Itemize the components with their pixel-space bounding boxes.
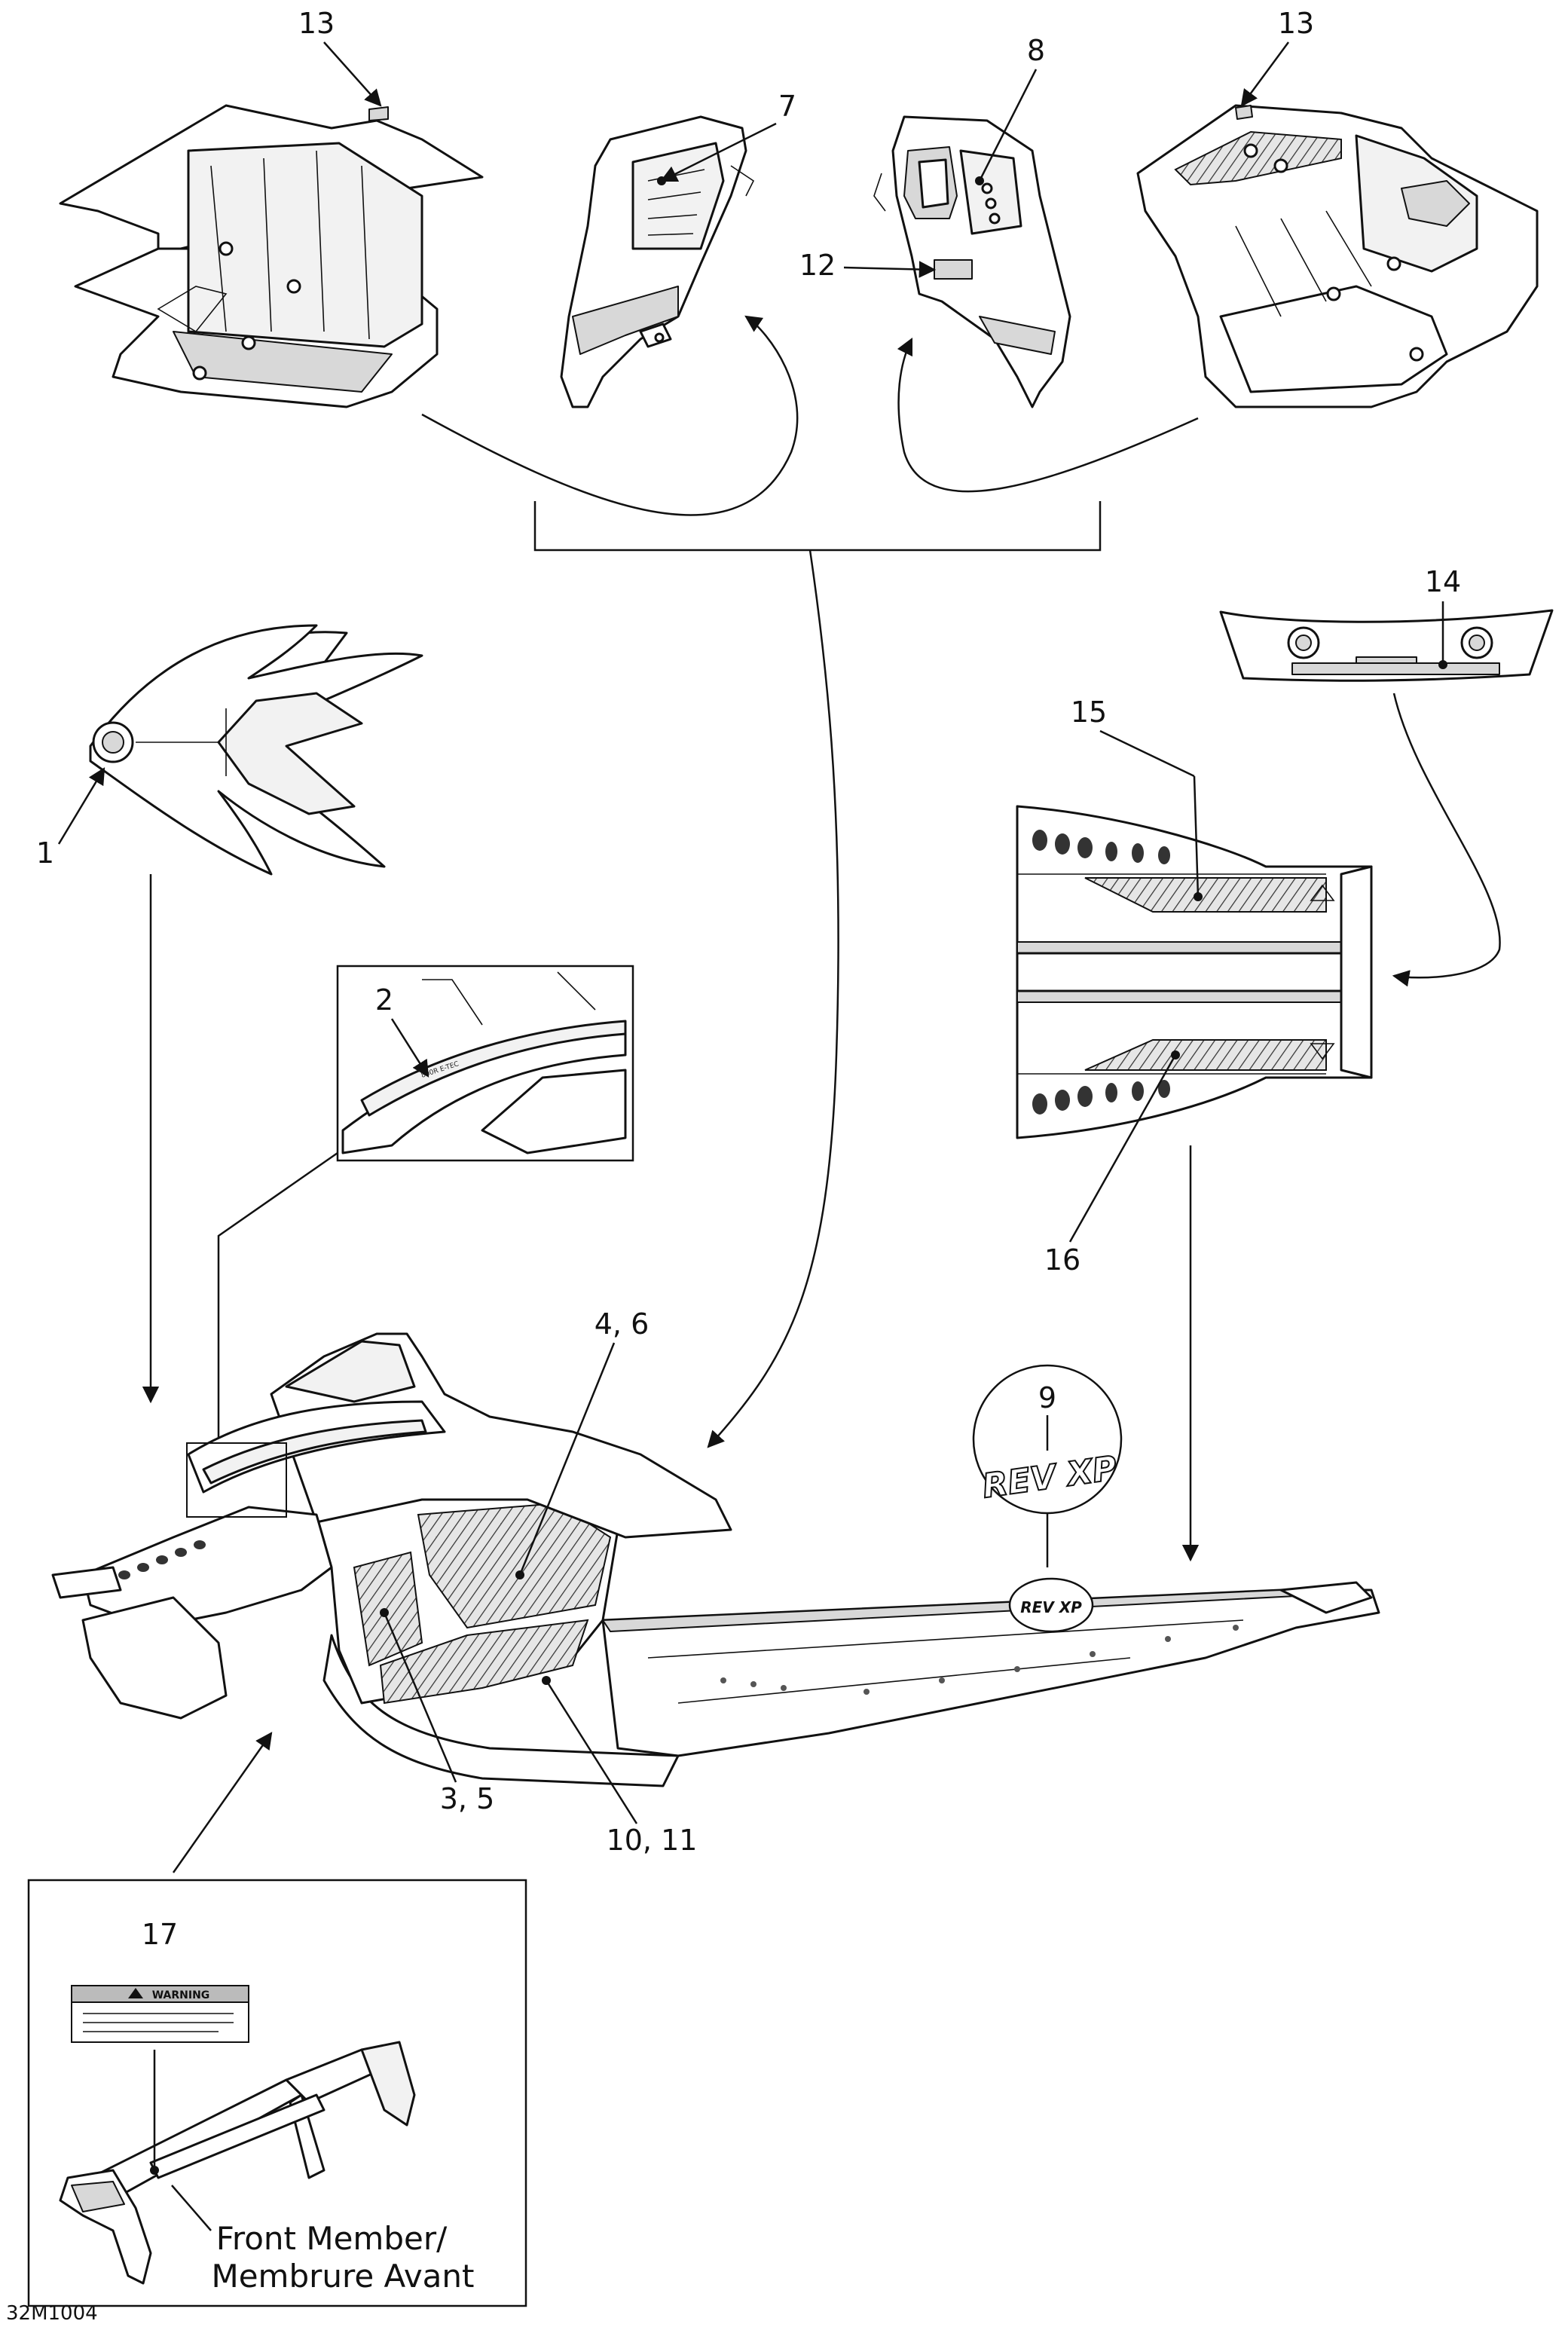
- warning-label: WARNING: [71, 1985, 249, 2043]
- front-member-caption-line1: Front Member/: [216, 2220, 448, 2257]
- callout-13-right: 13: [1278, 7, 1314, 40]
- callout-8: 8: [1027, 34, 1045, 67]
- callout-12: 12: [799, 249, 836, 282]
- callout-7: 7: [778, 90, 796, 123]
- hood-nose-piece: [89, 624, 423, 876]
- right-side-panel: [1136, 104, 1539, 408]
- front-member-caption-line2: Membrure Avant: [211, 2258, 474, 2295]
- rear-bumper: [1219, 609, 1554, 682]
- callout-1: 1: [36, 836, 54, 870]
- callout-9: 9: [1038, 1381, 1056, 1414]
- callout-10-11: 10, 11: [607, 1824, 698, 1857]
- left-console-panel: [560, 115, 755, 408]
- warning-label-title: WARNING: [152, 1989, 210, 2001]
- right-console-panel: [873, 115, 1071, 408]
- drawing-code: 32M1004: [6, 2302, 98, 2325]
- rev-xp-decal-small: REV XP: [1020, 1598, 1082, 1616]
- callout-16: 16: [1044, 1243, 1080, 1277]
- left-side-panel: [59, 104, 484, 408]
- detail-inset-decal-2: 800R E-TEC: [336, 965, 634, 1162]
- snowmobile-body: [51, 1332, 1380, 1787]
- callout-13-left: 13: [298, 7, 335, 40]
- rear-tunnel: [1016, 805, 1373, 1139]
- callout-14: 14: [1425, 565, 1461, 598]
- callout-2: 2: [375, 983, 393, 1017]
- front-member-inset: WARNING: [27, 1879, 527, 2307]
- callout-3-5: 3, 5: [440, 1782, 495, 1815]
- callout-17: 17: [142, 1918, 178, 1951]
- callout-15: 15: [1071, 696, 1107, 729]
- callout-4-6: 4, 6: [594, 1307, 650, 1341]
